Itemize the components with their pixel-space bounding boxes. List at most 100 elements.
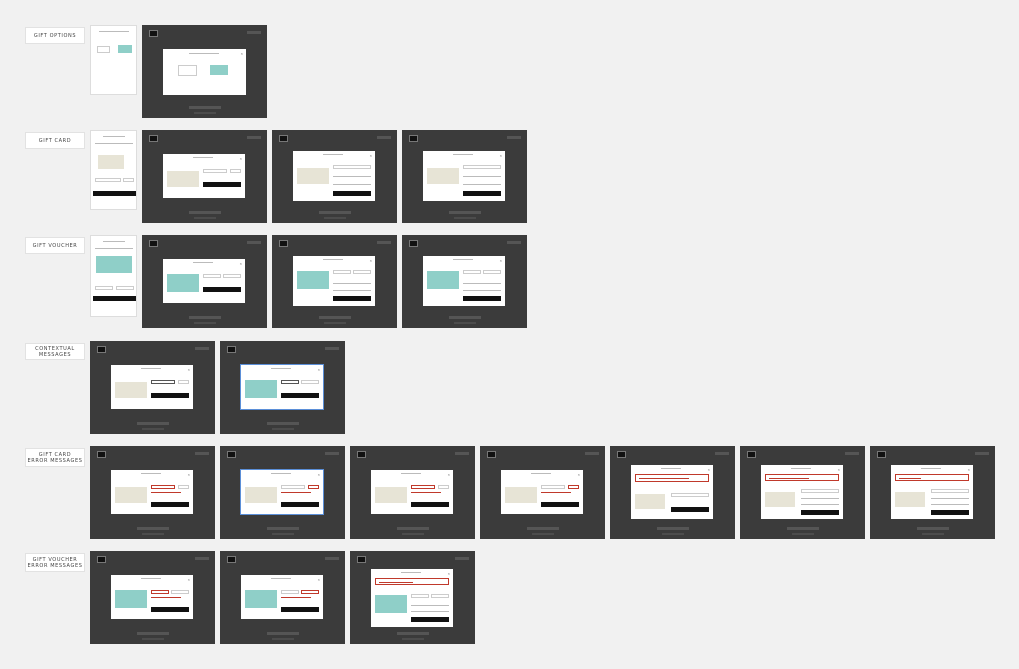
apply-button[interactable] xyxy=(541,502,579,507)
apply-button[interactable] xyxy=(93,296,136,301)
card-number-field[interactable] xyxy=(95,178,121,182)
close-icon[interactable]: × xyxy=(239,261,242,266)
apply-button[interactable] xyxy=(411,502,449,507)
close-icon[interactable]: × xyxy=(317,367,320,372)
card-number-field[interactable] xyxy=(151,485,175,489)
apply-button[interactable] xyxy=(463,296,501,301)
close-icon[interactable]: × xyxy=(707,467,710,472)
close-icon[interactable]: × xyxy=(187,367,190,372)
apply-button[interactable] xyxy=(151,393,189,398)
close-icon[interactable]: × xyxy=(447,571,450,576)
pin-field[interactable] xyxy=(301,590,319,594)
topbar-link[interactable] xyxy=(325,452,339,455)
pin-field[interactable] xyxy=(178,380,189,384)
close-icon[interactable]: × xyxy=(317,577,320,582)
close-icon[interactable]: × xyxy=(239,156,242,161)
close-icon[interactable]: × xyxy=(187,472,190,477)
voucher-number-field[interactable] xyxy=(281,590,299,594)
topbar-link[interactable] xyxy=(507,136,521,139)
card-number-field[interactable] xyxy=(151,380,175,384)
option-gift-card[interactable] xyxy=(178,65,197,76)
close-icon[interactable]: × xyxy=(187,577,190,582)
close-icon[interactable]: × xyxy=(499,258,502,263)
close-icon[interactable]: × xyxy=(499,153,502,158)
pin-field[interactable] xyxy=(308,485,319,489)
apply-button[interactable] xyxy=(203,287,241,292)
card-number-field[interactable] xyxy=(671,493,709,497)
close-icon[interactable]: × xyxy=(317,472,320,477)
topbar-link[interactable] xyxy=(195,557,209,560)
topbar-link[interactable] xyxy=(975,452,989,455)
gift-voucher-modal: × xyxy=(293,256,375,306)
apply-button[interactable] xyxy=(281,607,319,612)
apply-button[interactable] xyxy=(93,191,136,196)
topbar-link[interactable] xyxy=(377,136,391,139)
voucher-number-field[interactable] xyxy=(281,380,299,384)
pin-field[interactable] xyxy=(431,594,449,598)
gift-voucher-modal: × xyxy=(371,569,453,627)
pin-field[interactable] xyxy=(483,270,501,274)
pin-field[interactable] xyxy=(116,286,134,290)
topbar-link[interactable] xyxy=(455,557,469,560)
topbar-link[interactable] xyxy=(247,31,261,34)
card-number-field[interactable] xyxy=(281,485,305,489)
topbar-link[interactable] xyxy=(195,452,209,455)
voucher-number-field[interactable] xyxy=(411,594,429,598)
option-gift-voucher[interactable] xyxy=(210,65,228,75)
gift-card-modal: × xyxy=(240,469,324,515)
pin-field[interactable] xyxy=(171,590,189,594)
pin-field[interactable] xyxy=(353,270,371,274)
close-icon[interactable]: × xyxy=(369,153,372,158)
card-number-field[interactable] xyxy=(203,169,227,173)
apply-button[interactable] xyxy=(281,502,319,507)
close-icon[interactable]: × xyxy=(577,472,580,477)
close-icon[interactable]: × xyxy=(967,467,970,472)
option-gift-card[interactable] xyxy=(97,46,110,53)
apply-button[interactable] xyxy=(411,617,449,622)
close-icon[interactable]: × xyxy=(447,472,450,477)
card-number-field[interactable] xyxy=(801,489,839,493)
apply-button[interactable] xyxy=(463,191,501,196)
voucher-number-field[interactable] xyxy=(95,286,113,290)
apply-button[interactable] xyxy=(333,296,371,301)
pin-field[interactable] xyxy=(223,274,241,278)
apply-button[interactable] xyxy=(203,182,241,187)
topbar-link[interactable] xyxy=(585,452,599,455)
card-number-field[interactable] xyxy=(333,165,371,169)
pin-field[interactable] xyxy=(568,485,579,489)
close-icon[interactable]: × xyxy=(240,51,243,56)
card-number-field[interactable] xyxy=(541,485,565,489)
pin-field[interactable] xyxy=(438,485,449,489)
voucher-number-field[interactable] xyxy=(333,270,351,274)
apply-button[interactable] xyxy=(931,510,969,515)
topbar-link[interactable] xyxy=(325,347,339,350)
topbar-link[interactable] xyxy=(195,347,209,350)
apply-button[interactable] xyxy=(151,502,189,507)
card-number-field[interactable] xyxy=(931,489,969,493)
close-icon[interactable]: × xyxy=(837,467,840,472)
apply-button[interactable] xyxy=(281,393,319,398)
card-number-field[interactable] xyxy=(463,165,501,169)
apply-button[interactable] xyxy=(801,510,839,515)
topbar-link[interactable] xyxy=(507,241,521,244)
apply-button[interactable] xyxy=(151,607,189,612)
topbar-link[interactable] xyxy=(715,452,729,455)
voucher-number-field[interactable] xyxy=(463,270,481,274)
topbar-link[interactable] xyxy=(247,136,261,139)
voucher-number-field[interactable] xyxy=(203,274,221,278)
pin-field[interactable] xyxy=(230,169,241,173)
topbar-link[interactable] xyxy=(325,557,339,560)
pin-field[interactable] xyxy=(301,380,319,384)
apply-button[interactable] xyxy=(333,191,371,196)
topbar-link[interactable] xyxy=(455,452,469,455)
voucher-number-field[interactable] xyxy=(151,590,169,594)
option-gift-voucher[interactable] xyxy=(118,45,132,53)
topbar-link[interactable] xyxy=(247,241,261,244)
topbar-link[interactable] xyxy=(377,241,391,244)
close-icon[interactable]: × xyxy=(369,258,372,263)
topbar-link[interactable] xyxy=(845,452,859,455)
pin-field[interactable] xyxy=(123,178,134,182)
pin-field[interactable] xyxy=(178,485,189,489)
apply-button[interactable] xyxy=(671,507,709,512)
card-number-field[interactable] xyxy=(411,485,435,489)
